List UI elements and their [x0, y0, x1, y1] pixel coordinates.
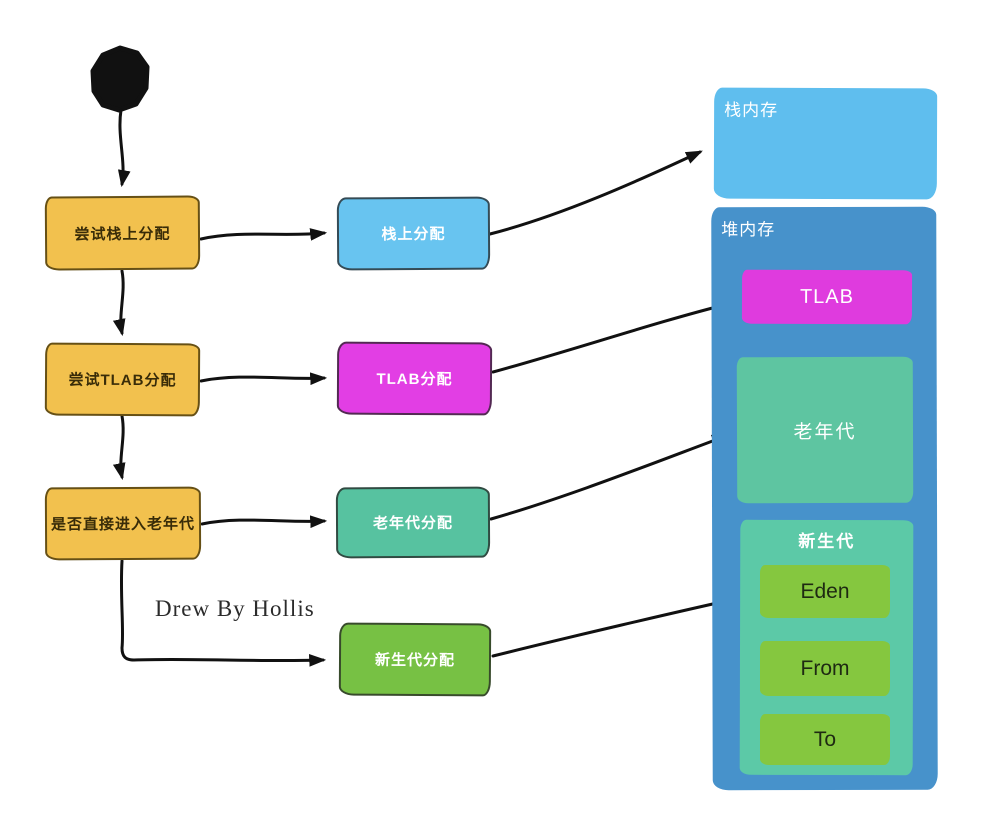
alloc-box-tlab-allocation: TLAB分配 — [336, 341, 493, 416]
to-survivor-region: To — [760, 714, 890, 765]
eden-region: Eden — [760, 565, 890, 618]
stack-memory-label: 栈内存 — [724, 100, 779, 120]
arrow-old-alloc-to-old-gen — [489, 434, 729, 521]
arrow-try-tlab-to-tlab-alloc — [199, 372, 328, 386]
arrow-start-to-try-stack — [117, 108, 131, 188]
start-node-blob — [90, 45, 150, 113]
alloc-box-young-gen-allocation: 新生代分配 — [338, 622, 492, 697]
credit-text: Drew By Hollis — [155, 596, 315, 621]
arrow-young-alloc-to-eden — [491, 593, 748, 658]
arrow-tlab-alloc-to-tlab-region — [491, 301, 732, 374]
arrow-stack-alloc-to-stack-memory — [488, 150, 703, 236]
from-survivor-region: From — [760, 641, 890, 696]
flow-box-try-tlab-allocation: 尝试TLAB分配 — [44, 342, 201, 417]
old-gen-region: 老年代 — [736, 356, 914, 504]
arrow-try-tlab-to-check-old — [112, 414, 126, 481]
flow-box-check-direct-old-gen: 是否直接进入老年代 — [44, 486, 202, 561]
alloc-box-stack-allocation: 栈上分配 — [336, 196, 491, 271]
young-gen-label: 新生代 — [798, 531, 856, 552]
arrow-try-stack-to-try-tlab — [112, 269, 126, 337]
arrow-try-stack-to-stack-alloc — [199, 228, 328, 241]
stack-memory-region: 栈内存 — [713, 87, 938, 200]
heap-memory-label: 堆内存 — [721, 220, 776, 240]
flow-box-try-stack-allocation: 尝试栈上分配 — [44, 195, 201, 271]
arrow-check-old-to-old-alloc — [200, 515, 328, 529]
alloc-box-old-gen-allocation: 老年代分配 — [335, 486, 491, 559]
tlab-region: TLAB — [741, 269, 913, 325]
